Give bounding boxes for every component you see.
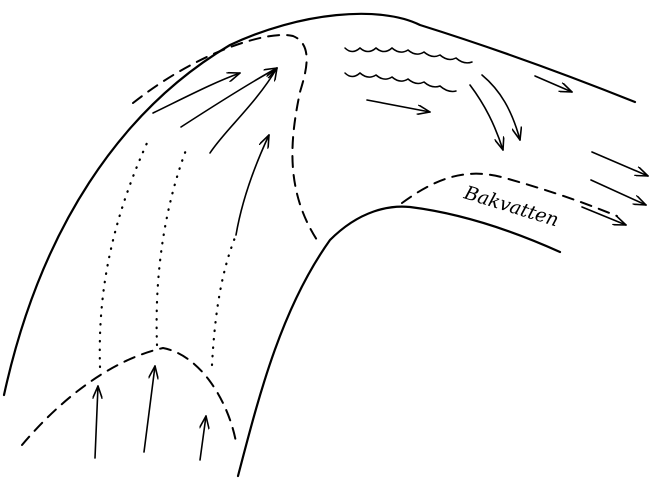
inflow-arrow-right — [200, 416, 206, 460]
outflow-arrow-lower — [591, 180, 646, 205]
inflow-arrow-middle — [144, 366, 155, 452]
backwater-label: Bakvatten — [461, 181, 562, 231]
dotted-streamline-left — [100, 143, 147, 367]
mainstream-boundary-line — [133, 35, 317, 240]
outflow-arrow-upper — [592, 152, 648, 176]
inner-riverbank — [238, 207, 560, 476]
dotted-streamline-right — [212, 235, 236, 365]
outflow-arrow-bottom — [582, 207, 626, 225]
flow-arrow-inner-rising — [236, 135, 269, 235]
downward-arrow-left — [470, 85, 503, 150]
downstream-arrow-center — [367, 100, 430, 112]
surface-wave-row-top — [345, 48, 472, 63]
inflow-arrow-left — [95, 386, 98, 458]
outflow-arrow-top — [535, 76, 572, 92]
dotted-streamline-middle — [157, 150, 186, 345]
downward-arrow-right — [482, 75, 520, 140]
surface-wave-row-bottom — [345, 73, 456, 91]
